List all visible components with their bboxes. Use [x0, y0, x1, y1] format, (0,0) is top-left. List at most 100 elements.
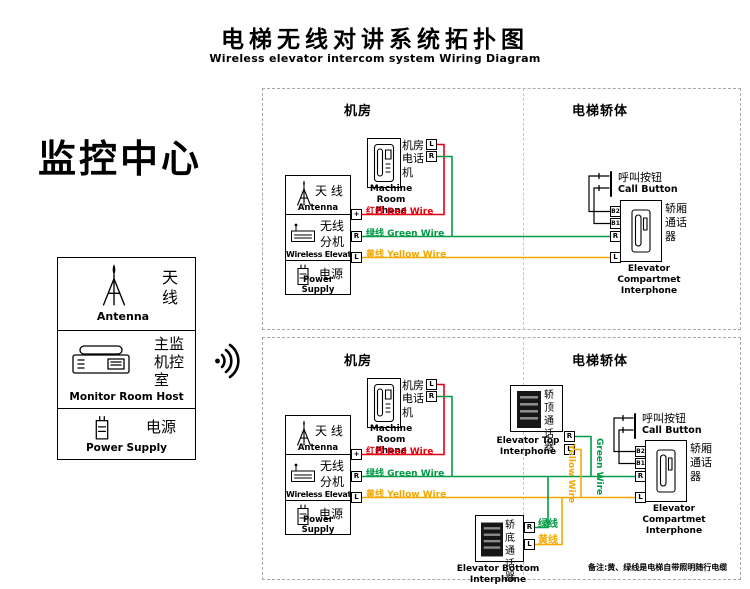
- speaker-icon: [481, 522, 503, 557]
- page-subtitle: Wireless elevator intercom system Wiring…: [209, 52, 541, 65]
- interphone-terminal-r: R: [635, 471, 646, 482]
- compartment-interphone-label-zh: 轿厢通话器: [665, 202, 687, 243]
- green-wire-short-label: 绿线: [538, 519, 558, 530]
- compartment-interphone-label-en: Elevator Compartmet Interphone: [617, 264, 681, 296]
- unit-wireless-label-zh: 无线分机: [320, 459, 345, 489]
- unit-wireless-label-zh: 无线分机: [320, 219, 345, 249]
- unit-wireless-row: 无线分机 Wireless Elevator: [286, 214, 360, 260]
- wall-phone-icon: [373, 383, 395, 423]
- monitor-power-label-en: Power Supply: [85, 442, 168, 454]
- page-title: 电梯无线对讲系统拓扑图: [221, 27, 529, 53]
- interphone-terminal-l: L: [610, 252, 621, 263]
- speaker-icon: [517, 391, 541, 428]
- red-wire-label: 红线 Red Wire: [366, 207, 434, 217]
- call-button-label-en: Call Button: [618, 184, 678, 195]
- unit-power-label-en: Power Supply: [301, 275, 335, 295]
- signal-waves-icon: [215, 343, 240, 379]
- top-interphone-terminal-l: L: [564, 444, 575, 455]
- compartment-interphone-label-en: Elevator Compartmet Interphone: [642, 504, 706, 536]
- yellow-wire-label: 黄线 Yellow Wire: [366, 490, 447, 500]
- elevator-top-interphone-box: 轿顶通话器: [510, 385, 563, 453]
- unit-terminal-l: L: [351, 252, 362, 263]
- elevator-compartment-interphone-box: [620, 200, 662, 262]
- bottom-zone-divider: [523, 337, 524, 580]
- wireless-extension-unit: 天 线 Antenna 无线分机 Wireless Elevator 电源 Po…: [285, 175, 360, 296]
- bottom-elevator-body-label: 电梯轿体: [571, 354, 628, 369]
- wireless-extension-icon: [291, 223, 315, 242]
- unit-power-row: 电源 Power Supply: [286, 260, 350, 296]
- unit-antenna-label-en: Antenna: [297, 203, 339, 213]
- monitor-antenna-row: 天线 Antenna: [58, 258, 195, 331]
- monitor-host-row: 主监机控室 Monitor Room Host: [58, 331, 195, 409]
- interphone-terminal-b2: B2: [635, 446, 646, 457]
- unit-antenna-row: 天 线 Antenna: [286, 416, 350, 454]
- interphone-terminal-b2: B2: [610, 206, 621, 217]
- antenna-icon: [297, 420, 311, 446]
- unit-wireless-row: 无线分机 Wireless Elevator: [286, 454, 360, 500]
- bottom-interphone-label-en: Elevator Bottom Interphone: [456, 564, 540, 585]
- handset-icon: [631, 209, 651, 253]
- unit-power-label-zh: 电源: [319, 507, 344, 521]
- top-interphone-label-en: Elevator Top Interphone: [496, 436, 560, 457]
- machine-room-phone-label-zh: 机房电话机: [402, 379, 424, 419]
- monitor-antenna-label-zh: 天线: [162, 268, 179, 307]
- wireless-extension-unit: 天 线 Antenna 无线分机 Wireless Elevator 电源 Po…: [285, 415, 360, 536]
- yellow-wire-short-label: 黄线: [538, 535, 558, 546]
- phone-terminal-r: R: [426, 391, 437, 402]
- unit-antenna-row: 天 线 Antenna: [286, 176, 350, 214]
- bottom-interphone-terminal-l: L: [524, 539, 535, 550]
- top-interphone-terminal-r: R: [564, 431, 575, 442]
- yellow-wire-label: 黄线 Yellow Wire: [366, 250, 447, 260]
- top-zone-divider: [523, 88, 524, 330]
- bottom-interphone-label-zh: 轿底通话器: [505, 520, 515, 583]
- unit-wireless-label-en: Wireless Elevator: [286, 490, 360, 499]
- power-supply-icon: [297, 504, 309, 526]
- unit-antenna-label-en: Antenna: [297, 443, 339, 453]
- monitor-power-label-zh: 电源: [146, 418, 177, 436]
- unit-terminal-plus: +: [351, 449, 362, 460]
- top-machine-room-label: 机房: [343, 104, 372, 119]
- green-wire-label: 绿线 Green Wire: [366, 469, 445, 479]
- top-elevator-body-label: 电梯轿体: [571, 104, 628, 119]
- antenna-icon: [102, 264, 126, 306]
- unit-terminal-l: L: [351, 492, 362, 503]
- unit-power-label-en: Power Supply: [301, 515, 335, 535]
- machine-room-phone-box: [367, 138, 401, 188]
- compartment-interphone-label-zh: 轿厢通话器: [690, 442, 712, 483]
- call-button-icon: [598, 171, 612, 197]
- call-button-label-zh: 呼叫按钮: [618, 171, 662, 184]
- phone-terminal-l: L: [426, 139, 437, 150]
- elevator-compartment-interphone-box: [645, 440, 687, 502]
- interphone-terminal-b1: B1: [635, 458, 646, 469]
- interphone-terminal-r: R: [610, 231, 621, 242]
- call-button-label-zh: 呼叫按钮: [642, 412, 686, 425]
- bottom-machine-room-label: 机房: [343, 354, 372, 369]
- machine-room-phone-label-zh: 机房电话机: [402, 139, 424, 179]
- wireless-extension-icon: [291, 463, 315, 482]
- interphone-terminal-l: L: [635, 492, 646, 503]
- top-zone-border: [262, 88, 741, 330]
- wall-phone-icon: [373, 143, 395, 183]
- antenna-icon: [297, 180, 311, 206]
- desk-phone-icon: [72, 345, 130, 374]
- machine-room-phone-box: [367, 378, 401, 428]
- unit-wireless-label-en: Wireless Elevator: [286, 250, 360, 259]
- bottom-zone-border: [262, 337, 741, 580]
- red-wire-label: 红线 Red Wire: [366, 447, 434, 457]
- monitor-power-row: 电源 Power Supply: [58, 409, 195, 461]
- unit-terminal-plus: +: [351, 209, 362, 220]
- elevator-bottom-interphone-box: 轿底通话器: [475, 515, 524, 583]
- unit-terminal-r: R: [351, 231, 362, 242]
- green-wire-vertical-label: Green Wire: [594, 438, 604, 496]
- green-wire-label: 绿线 Green Wire: [366, 229, 445, 239]
- footnote: 备注:黄、绿线是电梯自带照明随行电缆: [588, 563, 728, 572]
- bottom-interphone-terminal-r: R: [524, 522, 535, 533]
- yellow-wire-vertical-label: Yellow Wire: [566, 444, 576, 504]
- unit-power-row: 电源 Power Supply: [286, 500, 350, 536]
- monitor-antenna-label-en: Antenna: [96, 310, 150, 323]
- monitor-host-label-en: Monitor Room Host: [69, 391, 184, 403]
- power-supply-icon: [95, 415, 109, 440]
- unit-power-label-zh: 电源: [319, 267, 344, 281]
- monitor-center-heading: 监控中心: [38, 137, 203, 181]
- unit-antenna-label-zh: 天 线: [315, 424, 343, 438]
